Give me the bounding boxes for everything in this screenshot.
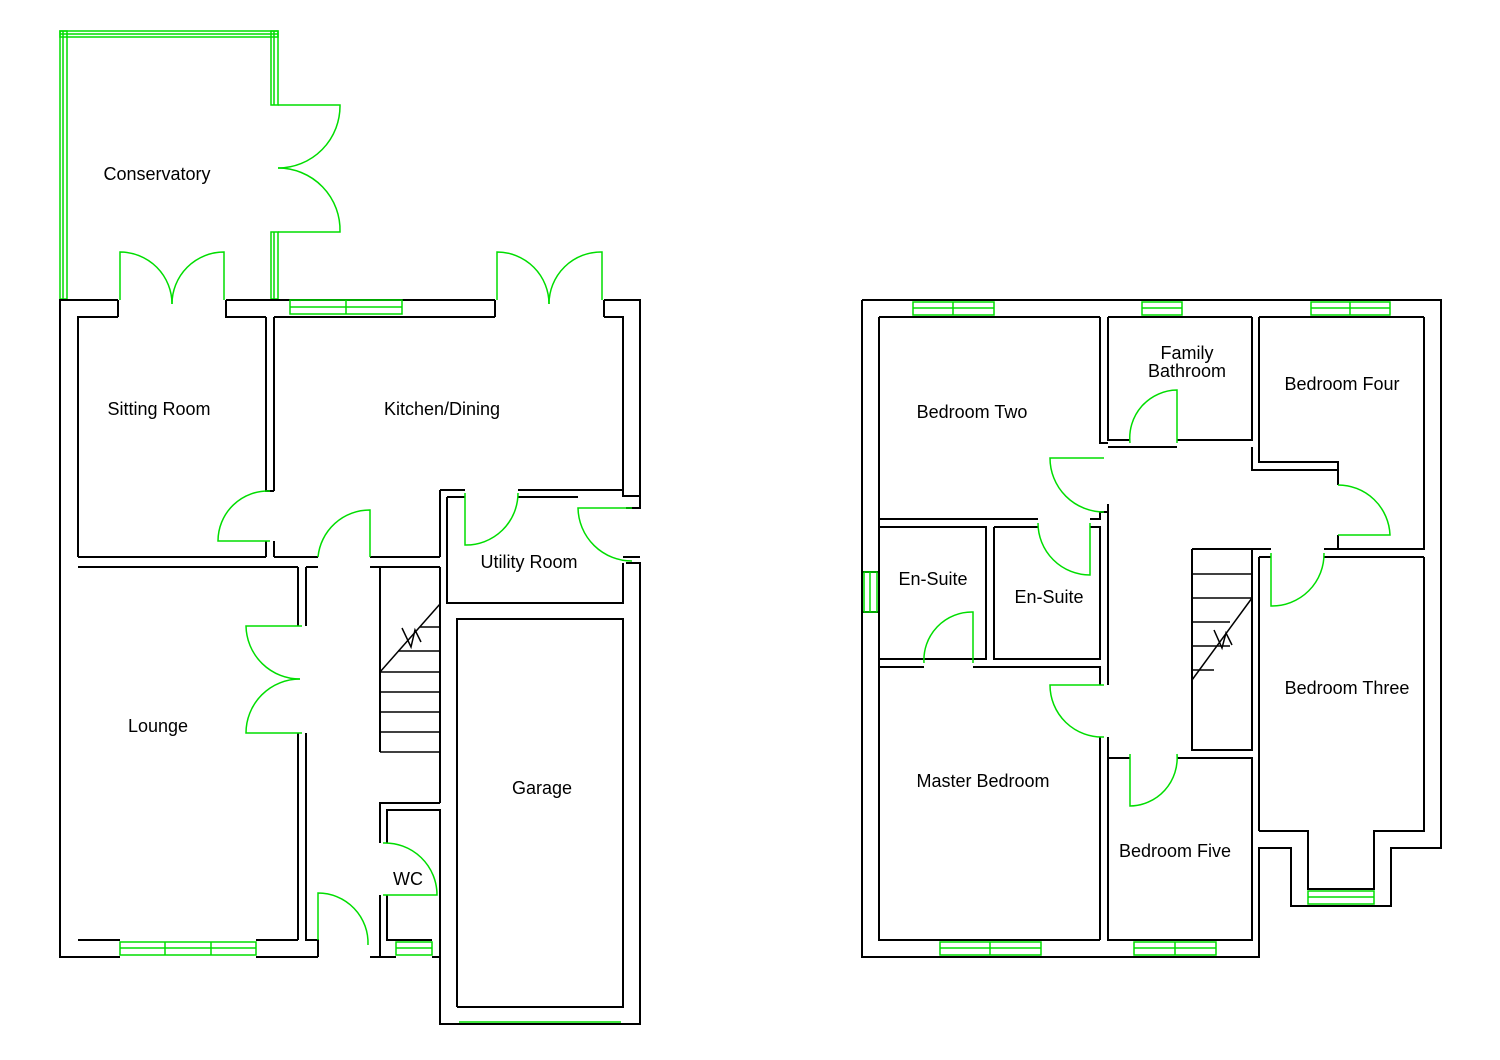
room-label-en-suite-2: En-Suite xyxy=(1014,587,1083,607)
room-label-family-bathroom-line2: Bathroom xyxy=(1148,361,1226,381)
first-floor-room-labels: Bedroom Two Family Bathroom Bedroom Four… xyxy=(898,343,1409,861)
ground-floor-plan: Conservatory Sitting Room Kitchen/Dining… xyxy=(59,30,641,1025)
room-label-bedroom-five: Bedroom Five xyxy=(1119,841,1231,861)
room-label-sitting-room: Sitting Room xyxy=(107,399,210,419)
first-floor-plan: Bedroom Two Family Bathroom Bedroom Four… xyxy=(861,299,1442,958)
room-label-garage: Garage xyxy=(512,778,572,798)
room-label-family-bathroom-line1: Family xyxy=(1161,343,1214,363)
first-floor-outer-walls xyxy=(861,299,1442,958)
room-label-utility-room: Utility Room xyxy=(480,552,577,572)
room-label-lounge: Lounge xyxy=(128,716,188,736)
room-label-wc: WC xyxy=(393,869,423,889)
room-label-bedroom-four: Bedroom Four xyxy=(1284,374,1399,394)
conservatory-glazing xyxy=(59,30,279,300)
conservatory-french-door xyxy=(277,104,341,233)
room-label-kitchen-dining: Kitchen/Dining xyxy=(384,399,500,419)
room-label-en-suite-1: En-Suite xyxy=(898,569,967,589)
first-floor-staircase xyxy=(1191,573,1253,681)
ground-floor-room-labels: Conservatory Sitting Room Kitchen/Dining… xyxy=(103,164,577,889)
first-floor-windows xyxy=(863,301,1391,956)
room-label-bedroom-three: Bedroom Three xyxy=(1285,678,1410,698)
room-label-bedroom-two: Bedroom Two xyxy=(917,402,1028,422)
ground-floor-windows xyxy=(119,299,621,1023)
room-label-master-bedroom: Master Bedroom xyxy=(916,771,1049,791)
first-floor-doors xyxy=(923,389,1391,807)
room-label-conservatory: Conservatory xyxy=(103,164,210,184)
ground-floor-doors xyxy=(119,251,633,946)
ground-floor-staircase xyxy=(379,603,441,753)
